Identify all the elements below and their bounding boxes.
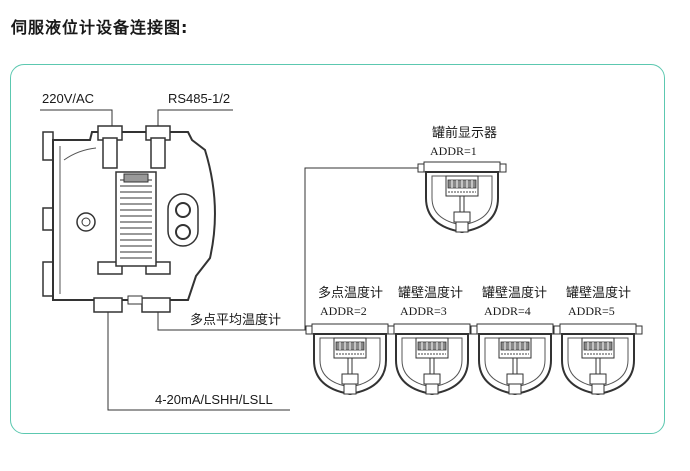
device-name: 罐前显示器	[432, 125, 497, 141]
power-port-label: 220V/AC	[42, 91, 94, 106]
device-wall-thermometer-1: 罐壁温度计 ADDR=3	[387, 285, 477, 395]
servo-level-gauge-main-unit	[42, 125, 216, 313]
device-addr: ADDR=5	[568, 304, 615, 318]
device-wall-thermometer-2: 罐壁温度计 ADDR=4	[470, 285, 560, 395]
device-multipoint-thermometer: 多点温度计 ADDR=2	[305, 285, 395, 395]
device-name: 罐壁温度计	[482, 285, 547, 301]
device-tank-display: 罐前显示器 ADDR=1	[417, 125, 507, 233]
device-name: 罐壁温度计	[566, 285, 631, 301]
device-name: 多点温度计	[318, 285, 383, 301]
device-addr: ADDR=1	[430, 144, 477, 158]
diagram-title: 伺服液位计设备连接图:	[11, 18, 189, 37]
device-addr: ADDR=3	[400, 304, 447, 318]
device-addr: ADDR=4	[484, 304, 531, 318]
diagram-frame	[10, 64, 665, 434]
device-addr: ADDR=2	[320, 304, 367, 318]
device-name: 罐壁温度计	[398, 285, 463, 301]
analog-port-label: 4-20mA/LSHH/LSLL	[155, 392, 273, 407]
device-wall-thermometer-3: 罐壁温度计 ADDR=5	[553, 285, 643, 395]
comm-port-label: RS485-1/2	[168, 91, 230, 106]
avg-temp-port-label: 多点平均温度计	[190, 312, 281, 328]
